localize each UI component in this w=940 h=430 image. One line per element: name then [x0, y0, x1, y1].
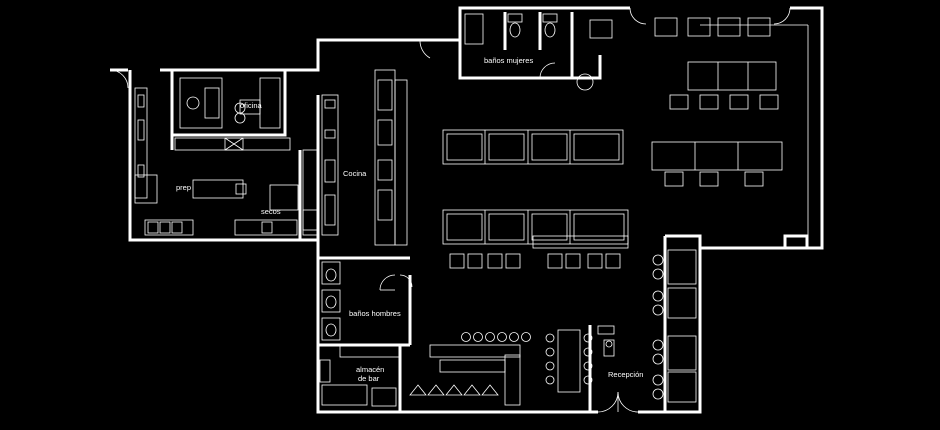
window-booths [652, 249, 697, 403]
label-almacen-line1: almacén [356, 365, 384, 374]
label-almacen-line2: de bar [358, 374, 380, 383]
office-furniture [179, 77, 281, 129]
label-oficina: oficina [240, 101, 263, 110]
prep-area-equipment [134, 87, 318, 236]
mens-restroom-fixtures [321, 261, 401, 358]
label-prep: prep [176, 183, 191, 192]
communal-table [545, 329, 593, 393]
doors [109, 7, 791, 413]
bar-storage [319, 359, 397, 407]
tables-below-booths [449, 253, 621, 269]
label-banos-mujeres: baños mujeres [484, 56, 533, 65]
room-labels: oficina baños mujeres prep secos Cocina … [176, 56, 643, 383]
label-cocina: Cocina [343, 169, 367, 178]
kitchen-line [321, 69, 408, 246]
womens-restroom-fixtures [464, 13, 594, 91]
label-recepcion: Recepción [608, 370, 643, 379]
booth-row-1 [442, 129, 624, 165]
top-tables [589, 17, 771, 39]
label-banos-hombres: baños hombres [349, 309, 401, 318]
label-secos: secos [261, 207, 281, 216]
booth-row-right-1 [669, 61, 779, 110]
bar [409, 332, 531, 406]
reception-desk [597, 325, 615, 357]
booth-row-right-2 [651, 141, 783, 187]
booth-row-2 [442, 209, 629, 249]
